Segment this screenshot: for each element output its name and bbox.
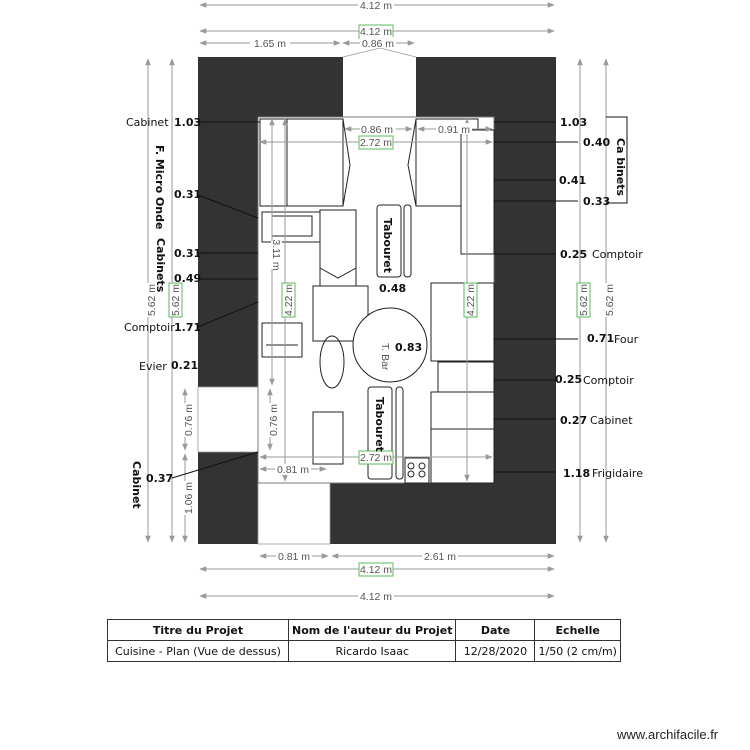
svg-text:4.12 m: 4.12 m	[360, 591, 392, 603]
svg-text:0.40: 0.40	[583, 136, 610, 149]
svg-text:5.62 m: 5.62 m	[170, 284, 182, 316]
right-tall-cabinet	[460, 129, 495, 255]
svg-text:2.72 m: 2.72 m	[360, 452, 392, 464]
svg-text:0.41: 0.41	[559, 174, 586, 187]
svg-text:T. Bar: T. Bar	[379, 343, 391, 371]
value-date: 12/28/2020	[455, 640, 536, 662]
fridge	[430, 428, 495, 484]
svg-text:Ca binets: Ca binets	[614, 138, 627, 197]
svg-text:3.11 m: 3.11 m	[270, 239, 282, 271]
left-annotations: Cabinet 1.03 0.31 0.31 0.49 Comptoir 1.7…	[124, 116, 201, 509]
svg-text:0.76 m: 0.76 m	[268, 404, 280, 436]
svg-text:Tabouret: Tabouret	[373, 397, 386, 452]
bottom-left-unit	[312, 411, 344, 465]
svg-text:Cabinet: Cabinet	[130, 461, 143, 509]
svg-text:1.18: 1.18	[563, 467, 590, 480]
value-scale: 1/50 (2 cm/m)	[534, 640, 621, 662]
svg-text:Cabinets: Cabinets	[154, 238, 167, 293]
header-author: Nom de l'auteur du Projet	[287, 619, 457, 641]
title-block-header-row: Titre du Projet Nom de l'auteur du Proje…	[107, 619, 621, 641]
header-project-title: Titre du Projet	[107, 619, 289, 641]
fridge-unit	[319, 209, 357, 291]
svg-text:0.49: 0.49	[174, 272, 201, 285]
svg-text:0.81 m: 0.81 m	[278, 551, 310, 563]
svg-text:0.31: 0.31	[174, 247, 201, 260]
title-block-value-row: Cuisine - Plan (Vue de dessus) Ricardo I…	[107, 640, 621, 662]
svg-text:Comptoir: Comptoir	[583, 374, 634, 387]
leader-lines	[171, 116, 628, 479]
dimension-labels: 4.12 m 4.12 m 1.65 m 0.86 m 0.86 m 0.91 …	[146, 0, 616, 603]
cooktop	[404, 457, 430, 484]
svg-text:1.03: 1.03	[174, 116, 201, 129]
svg-text:0.48: 0.48	[379, 282, 406, 295]
svg-text:5.62 m: 5.62 m	[146, 284, 158, 316]
svg-text:0.81 m: 0.81 m	[277, 464, 309, 476]
right-annotations: 1.03 0.40 0.41 0.33 0.25 Comptoir 0.71 F…	[555, 116, 643, 480]
svg-text:1.03: 1.03	[560, 116, 587, 129]
svg-text:Comptoir: Comptoir	[124, 321, 175, 334]
svg-text:0.25: 0.25	[560, 248, 587, 261]
furniture-labels: Tabouret 0.48 T. Bar 0.83 Tabouret	[373, 218, 422, 452]
svg-text:0.86 m: 0.86 m	[361, 124, 393, 136]
svg-text:0.86 m: 0.86 m	[362, 38, 394, 50]
svg-text:2.61 m: 2.61 m	[424, 551, 456, 563]
header-scale: Echelle	[534, 619, 621, 641]
svg-text:0.27: 0.27	[560, 414, 587, 427]
value-project-title: Cuisine - Plan (Vue de dessus)	[107, 640, 289, 662]
svg-text:1.06 m: 1.06 m	[183, 482, 195, 514]
svg-text:1.71: 1.71	[174, 321, 201, 334]
svg-text:Cabinet: Cabinet	[126, 116, 169, 129]
bar-table	[352, 307, 428, 383]
svg-text:4.22 m: 4.22 m	[283, 284, 295, 316]
svg-text:0.83: 0.83	[395, 341, 422, 354]
svg-text:0.25: 0.25	[555, 373, 582, 386]
svg-text:4.12 m: 4.12 m	[360, 26, 392, 38]
svg-text:F. Micro Onde: F. Micro Onde	[153, 145, 166, 229]
sink-ellipse	[319, 335, 345, 389]
stool-top	[376, 204, 402, 278]
svg-text:1.65 m: 1.65 m	[254, 38, 286, 50]
svg-text:4.12 m: 4.12 m	[360, 0, 392, 12]
svg-text:5.62 m: 5.62 m	[604, 284, 616, 316]
svg-text:4.12 m: 4.12 m	[360, 564, 392, 576]
right-cabinet	[430, 391, 495, 430]
title-block: Titre du Projet Nom de l'auteur du Proje…	[107, 619, 621, 662]
sink	[261, 322, 303, 358]
svg-text:0.76 m: 0.76 m	[183, 404, 195, 436]
watermark: www.archifacile.fr	[617, 727, 719, 742]
svg-text:Frigidaire: Frigidaire	[592, 467, 643, 480]
oven	[430, 282, 495, 362]
svg-text:Cabinet: Cabinet	[590, 414, 633, 427]
svg-text:0.33: 0.33	[583, 195, 610, 208]
svg-text:2.72 m: 2.72 m	[360, 137, 392, 149]
svg-text:0.21: 0.21	[171, 359, 198, 372]
svg-text:Four: Four	[614, 333, 639, 346]
header-date: Date	[455, 619, 536, 641]
value-author: Ricardo Isaac	[287, 640, 457, 662]
svg-text:Tabouret: Tabouret	[381, 218, 394, 273]
svg-text:0.31: 0.31	[174, 188, 201, 201]
svg-text:0.91 m: 0.91 m	[438, 124, 470, 136]
right-counter	[437, 361, 495, 393]
svg-text:0.37: 0.37	[146, 472, 173, 485]
svg-text:0.71: 0.71	[587, 332, 614, 345]
svg-text:Evier: Evier	[139, 360, 167, 373]
svg-text:5.62 m: 5.62 m	[578, 284, 590, 316]
svg-text:Comptoir: Comptoir	[592, 248, 643, 261]
svg-text:4.22 m: 4.22 m	[465, 284, 477, 316]
